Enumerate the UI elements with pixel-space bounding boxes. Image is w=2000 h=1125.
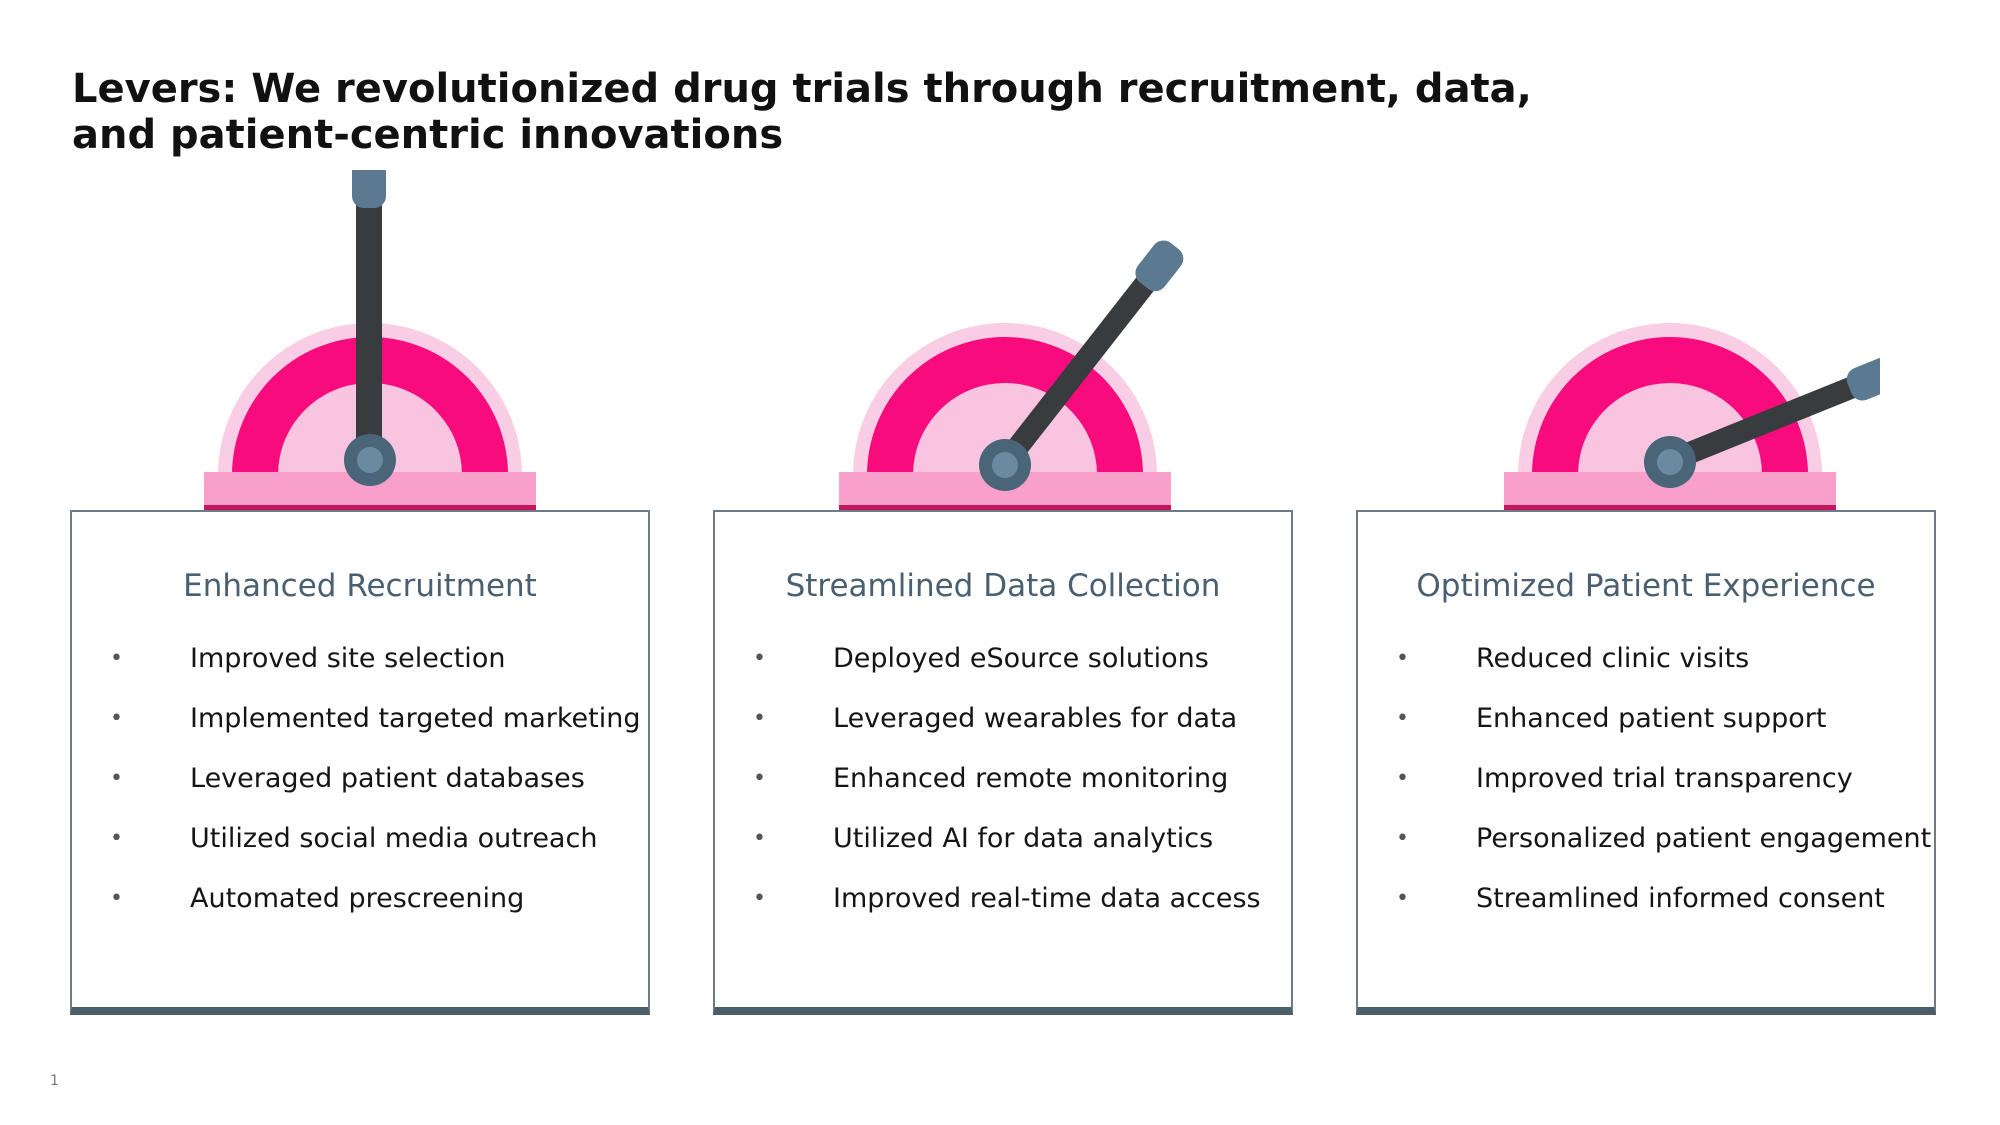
- bullet-icon: •: [1396, 826, 1409, 851]
- card-title: Optimized Patient Experience: [1416, 568, 1876, 604]
- card-streamlined-data-collection: Streamlined Data Collection •Deployed eS…: [713, 510, 1293, 1015]
- bullet-icon: •: [110, 706, 123, 731]
- list-item: •Reduced clinic visits: [1396, 640, 1934, 700]
- bullet-icon: •: [110, 766, 123, 791]
- list-item: •Leveraged patient databases: [110, 760, 648, 820]
- bullet-icon: •: [1396, 886, 1409, 911]
- lever-handle: [1666, 357, 1880, 471]
- bullet-list: •Improved site selection •Implemented ta…: [72, 640, 648, 940]
- bullet-icon: •: [110, 826, 123, 851]
- card-title: Enhanced Recruitment: [183, 568, 537, 604]
- lever-handle: [352, 170, 386, 460]
- list-item: •Implemented targeted marketing: [110, 700, 648, 760]
- list-item: •Utilized social media outreach: [110, 820, 648, 880]
- lever-gauge-patient-experience: [1460, 170, 1880, 510]
- lever-gauge-recruitment: [160, 170, 580, 510]
- list-item: •Automated prescreening: [110, 880, 648, 940]
- lever-gauge-data-collection: [795, 170, 1215, 510]
- list-item: •Streamlined informed consent: [1396, 880, 1934, 940]
- list-item: •Utilized AI for data analytics: [753, 820, 1291, 880]
- bullet-icon: •: [753, 826, 766, 851]
- list-item: •Personalized patient engagement: [1396, 820, 1934, 880]
- bullet-icon: •: [1396, 706, 1409, 731]
- list-item: •Deployed eSource solutions: [753, 640, 1291, 700]
- list-item: •Improved trial transparency: [1396, 760, 1934, 820]
- bullet-icon: •: [1396, 766, 1409, 791]
- list-item: •Leveraged wearables for data: [753, 700, 1291, 760]
- bullet-icon: •: [753, 766, 766, 791]
- card-title: Streamlined Data Collection: [785, 568, 1221, 604]
- bullet-icon: •: [110, 886, 123, 911]
- bullet-icon: •: [753, 886, 766, 911]
- slide-title: Levers: We revolutionized drug trials th…: [72, 66, 1532, 158]
- bullet-list: •Deployed eSource solutions •Leveraged w…: [715, 640, 1291, 940]
- card-enhanced-recruitment: Enhanced Recruitment •Improved site sele…: [70, 510, 650, 1015]
- bullet-icon: •: [753, 646, 766, 671]
- card-optimized-patient-experience: Optimized Patient Experience •Reduced cl…: [1356, 510, 1936, 1015]
- page-number: 1: [50, 1073, 59, 1089]
- bullet-icon: •: [1396, 646, 1409, 671]
- bullet-icon: •: [753, 706, 766, 731]
- lever-handle: [997, 240, 1184, 470]
- bullet-icon: •: [110, 646, 123, 671]
- list-item: •Improved real-time data access: [753, 880, 1291, 940]
- list-item: •Enhanced patient support: [1396, 700, 1934, 760]
- list-item: •Improved site selection: [110, 640, 648, 700]
- list-item: •Enhanced remote monitoring: [753, 760, 1291, 820]
- bullet-list: •Reduced clinic visits •Enhanced patient…: [1358, 640, 1934, 940]
